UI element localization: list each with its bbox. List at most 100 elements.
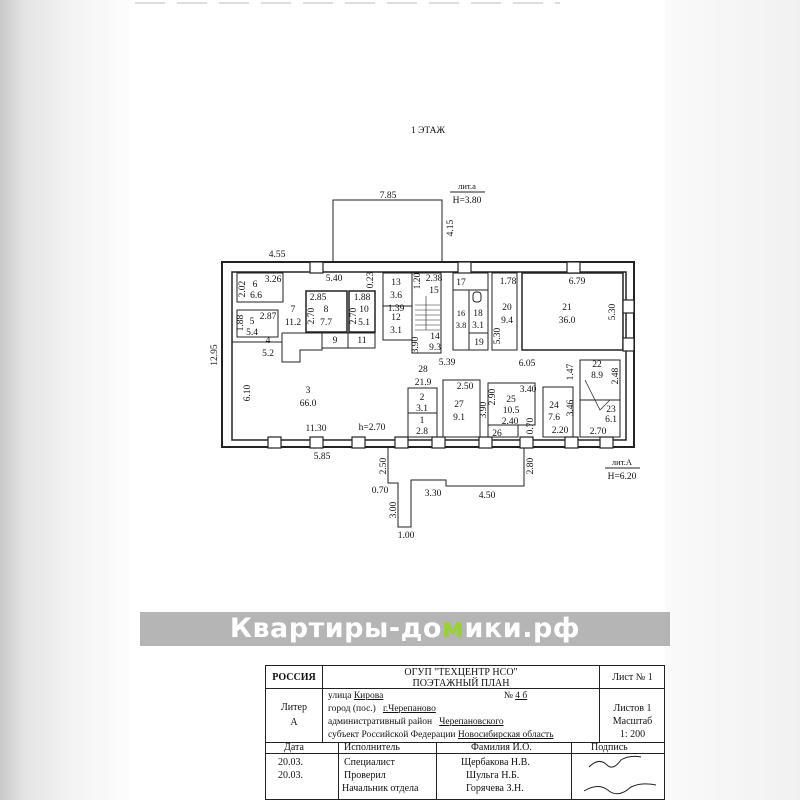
handwritten-signatures <box>583 755 657 795</box>
row-date: 20.03. <box>278 757 303 768</box>
dimension: 2.80 <box>526 457 536 474</box>
room-number: 18 <box>473 309 483 319</box>
dimension: 2.40 <box>502 417 519 427</box>
row-name: Шульга Н.Б. <box>466 770 520 781</box>
dimension: 11.30 <box>305 424 326 434</box>
document-type: ПОЭТАЖНЫЙ ПЛАН <box>412 678 510 689</box>
room-number: 22 <box>592 360 602 370</box>
sheets-count: Листов 1 <box>613 703 652 714</box>
city-label: город (пос.) <box>328 704 376 714</box>
scale-label: Масштаб <box>612 716 653 727</box>
room-number: 1 <box>420 416 425 426</box>
room-number: 16 <box>457 308 466 318</box>
liter-label: Литер <box>281 702 307 713</box>
room-number: 20 <box>502 303 512 313</box>
dimension: 1.47 <box>566 363 576 380</box>
room-number: 23 <box>606 405 616 415</box>
room-area: 7.6 <box>548 413 560 423</box>
room-area: 5.4 <box>246 328 258 338</box>
dimension: 3.00 <box>389 501 399 518</box>
dimension: 6.79 <box>569 277 586 287</box>
dimension: 3.26 <box>265 275 282 285</box>
header-executor: Исполнитель <box>344 742 400 753</box>
dimension: 1.88 <box>354 293 371 303</box>
dimension: 3.46 <box>566 399 576 416</box>
building-inner-wall <box>231 271 627 441</box>
room-area: 21.9 <box>415 378 432 388</box>
building-outer-wall <box>221 261 635 448</box>
building-height: H=6.20 <box>608 472 637 482</box>
room-area: 36.0 <box>559 316 576 326</box>
room-area: 5.1 <box>358 318 370 328</box>
room-area: 66.0 <box>300 399 317 409</box>
header-signature: Подпись <box>591 742 628 753</box>
porch-outline <box>387 447 525 528</box>
dimension: 2.48 <box>611 367 621 384</box>
street: Кирова <box>353 691 384 701</box>
building-label: лит.А <box>612 457 633 467</box>
dimension: 2.38 <box>426 274 443 284</box>
dimension: 3.40 <box>520 385 537 395</box>
dimension: 3.30 <box>425 489 442 499</box>
room-number: 9 <box>333 336 338 346</box>
watermark-text: ики.рф <box>464 613 581 644</box>
dimension: 1.39 <box>388 304 405 314</box>
room-number: 6 <box>253 280 258 290</box>
annex-label: лит.а <box>458 181 476 191</box>
room-area: 9.1 <box>453 413 465 423</box>
room-number: 11 <box>357 336 366 346</box>
dimension: 5.30 <box>493 327 503 344</box>
liter-value: А <box>290 717 298 728</box>
floor-title: 1 ЭТАЖ <box>411 126 446 136</box>
room-number: 19 <box>474 338 484 348</box>
dimension: h=2.70 <box>359 423 386 433</box>
room-number: 12 <box>391 313 401 323</box>
dimension: 5.30 <box>608 303 618 320</box>
watermark-text: Квартиры-до <box>229 613 442 644</box>
room-number: 26 <box>492 429 502 439</box>
district: Черепановского <box>439 717 504 727</box>
room-number: 8 <box>324 305 329 315</box>
room-number: 4 <box>266 336 271 346</box>
room-area: 3.1 <box>472 321 484 331</box>
subject-label: субъект Российской Федерации <box>328 730 456 740</box>
dimension: 2.70 <box>307 307 317 324</box>
district-label: административный район <box>328 717 433 727</box>
room-number: 24 <box>549 401 559 411</box>
dimension: 1.78 <box>500 277 517 287</box>
number-label: № <box>503 691 513 701</box>
room-area: 3.8 <box>456 320 467 330</box>
dimension: 1.20 <box>413 272 423 289</box>
room-number: 17 <box>456 278 466 288</box>
dimension: 0.23 <box>366 271 376 288</box>
room-number: 28 <box>418 365 428 375</box>
watermark-logo: м <box>441 613 465 644</box>
room-area: 3.1 <box>416 404 428 414</box>
dimension: 12.95 <box>210 344 220 366</box>
dimension: 2.02 <box>238 280 248 297</box>
signatures-header: Дата Исполнитель Фамилия И.О. Подпись <box>266 742 665 754</box>
annex-height: H=3.80 <box>453 196 482 206</box>
room-area: 8.9 <box>591 371 603 381</box>
dimension: 1.00 <box>398 531 415 541</box>
dimension: 2.70 <box>349 307 359 324</box>
liter-cell: Литер А <box>266 689 323 742</box>
row-name: Щербакова Н.В. <box>461 757 530 768</box>
room-area: 5.2 <box>262 349 274 359</box>
dimension: 4.15 <box>446 219 456 236</box>
annex-outline <box>332 199 443 262</box>
dimension: 0.70 <box>372 486 389 496</box>
country: РОССИЯ <box>266 666 323 689</box>
dimension: 5.85 <box>314 452 331 462</box>
dimension-labels: 7.85 4.15 4.55 12.95 6.10 5.40 3.26 2.02… <box>210 191 621 541</box>
dimension: 5.40 <box>326 274 343 284</box>
room-number: 7 <box>291 305 296 315</box>
room-area: 9.3 <box>429 343 441 353</box>
dimension: 4.50 <box>479 491 496 501</box>
watermark: Квартиры-домики.рф <box>140 612 670 646</box>
dimension: 2.50 <box>379 457 389 474</box>
room-number: 13 <box>391 278 401 288</box>
dimension: 2.20 <box>552 426 569 436</box>
